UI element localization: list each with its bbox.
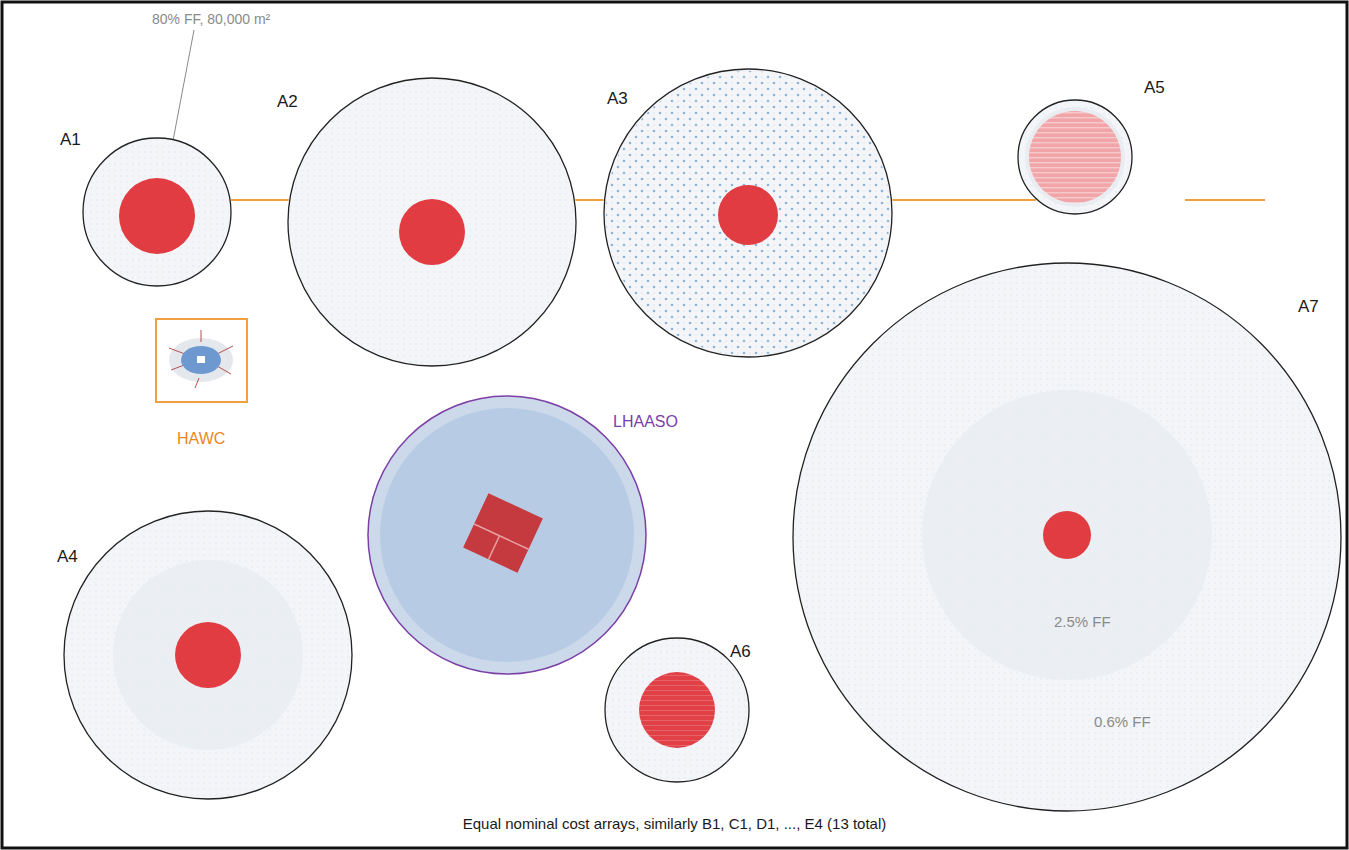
array-name: A2 (277, 93, 298, 112)
node-outline (82, 137, 232, 287)
detector-box: HAWC (155, 318, 248, 403)
connector-line (575, 199, 603, 201)
array-circle: A1 (82, 137, 232, 287)
connector-line (231, 199, 289, 201)
array-circle: A6 (604, 637, 750, 783)
array-name: A3 (607, 90, 628, 109)
node-outline (287, 77, 577, 367)
array-circle: A7 2.5% FF 0.6% FF (792, 262, 1342, 812)
array-name: HAWC (177, 430, 225, 448)
fill-factor: 2.5% FF (1054, 614, 1111, 631)
node-outline (367, 395, 647, 675)
array-name: A6 (730, 643, 751, 662)
callout-label: 80% FF, 80,000 m² (152, 12, 270, 27)
detector-circle: LHAASO (367, 395, 647, 675)
caption: Equal nominal cost arrays, similarly B1,… (0, 816, 1349, 833)
array-circle: A2 (287, 77, 577, 367)
array-name: A5 (1144, 79, 1165, 98)
array-circle: A3 (603, 68, 893, 358)
array-name: A4 (57, 548, 78, 567)
node-outline (1017, 99, 1133, 215)
guide-line (1185, 199, 1265, 201)
node-outline (603, 68, 893, 358)
array-name: A7 (1298, 298, 1319, 317)
node-outline (792, 262, 1342, 812)
array-circle: A5 (1017, 99, 1133, 215)
fill-factor: 0.6% FF (1094, 714, 1151, 731)
array-circle: A4 (63, 510, 353, 800)
array-name: LHAASO (613, 413, 678, 431)
node-outline (63, 510, 353, 800)
connector-line (892, 199, 1036, 201)
node-outline (155, 318, 248, 403)
array-name: A1 (60, 131, 81, 150)
node-outline (604, 637, 750, 783)
